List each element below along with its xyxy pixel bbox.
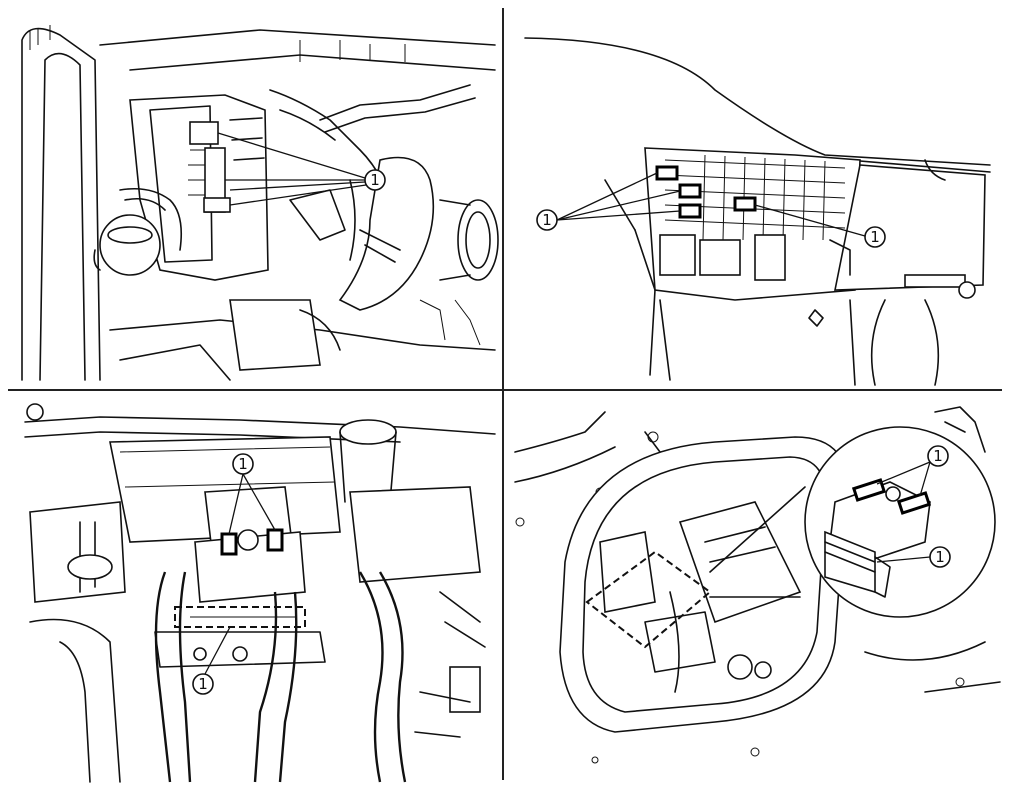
callout-label: 1 xyxy=(935,548,945,566)
callout-marker xyxy=(364,169,386,191)
trunk-fuse-drawing: 1 1 xyxy=(514,406,1001,764)
panel-trunk-battery-fuse: 1 1 xyxy=(505,392,1010,786)
callout-label: 1 xyxy=(870,228,880,246)
callout-marker xyxy=(929,546,951,568)
panel-engine-bay-fuse-box: 1 xyxy=(0,0,503,390)
panel-battery-terminal-fuse: 1 1 xyxy=(0,392,503,786)
callout-label: 1 xyxy=(238,455,248,473)
callout-label: 1 xyxy=(198,675,208,693)
battery-terminal-drawing: 1 1 xyxy=(24,403,496,783)
vertical-divider xyxy=(502,8,504,780)
interior-fuse-drawing: 1 1 xyxy=(524,37,991,386)
callout-marker xyxy=(232,453,254,475)
callout-marker xyxy=(927,445,949,467)
callout-marker xyxy=(864,226,886,248)
callout-marker xyxy=(192,673,214,695)
callout-marker xyxy=(536,209,558,231)
callout-label: 1 xyxy=(933,447,943,465)
callout-label: 1 xyxy=(542,211,552,229)
callout-label: 1 xyxy=(370,171,380,189)
horizontal-divider xyxy=(8,389,1002,391)
engine-bay-drawing: 1 xyxy=(21,25,499,381)
panel-interior-fuse-block: 1 1 xyxy=(505,0,1010,390)
